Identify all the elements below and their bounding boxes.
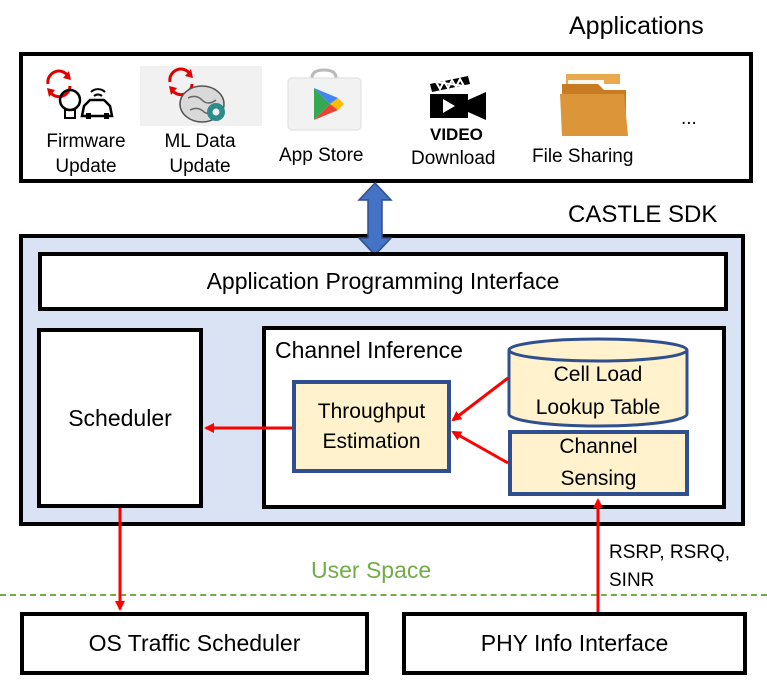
throughput-line1: Throughput (317, 399, 426, 423)
channel-inference-title: Channel Inference (275, 337, 463, 363)
folder-icon (558, 70, 630, 140)
channel-sensing-box: Channel Sensing (508, 430, 689, 496)
video-download-label: Download (411, 148, 496, 169)
scheduler-label: Scheduler (68, 404, 172, 431)
phy-info-interface-box: PHY Info Interface (402, 612, 747, 675)
os-traffic-scheduler-box: OS Traffic Scheduler (20, 612, 369, 675)
throughput-estimation-box: Throughput Estimation (292, 380, 451, 473)
api-label: Application Programming Interface (206, 268, 560, 294)
ml-data-update-label: ML Data Update (164, 131, 236, 177)
scheduler-box: Scheduler (37, 328, 203, 508)
firmware-update-icon (42, 66, 117, 126)
channel-sensing-line2: Sensing (560, 467, 637, 490)
sensing-to-throughput-arrow (451, 430, 509, 465)
applications-title: Applications (569, 12, 704, 40)
cell-load-lookup-table (506, 336, 690, 428)
throughput-line2: Estimation (322, 429, 421, 453)
signals-label: RSRP, RSRQ, SINR (609, 542, 731, 591)
user-space-label: User Space (311, 557, 432, 583)
os-traffic-label: OS Traffic Scheduler (88, 630, 301, 656)
user-space-divider (0, 594, 767, 596)
app-store-icon (286, 68, 363, 132)
channel-sensing-line1: Channel (559, 435, 638, 458)
app-store-label: App Store (279, 145, 364, 166)
cell-load-label: Cell Load Lookup Table (535, 363, 661, 419)
more-apps-ellipsis: ... (681, 108, 697, 129)
celltable-to-throughput-arrow (451, 376, 509, 422)
video-download-icon: VIDEO (428, 74, 488, 144)
api-box: Application Programming Interface (38, 252, 728, 311)
firmware-update-label: Firmware Update (46, 131, 126, 177)
file-sharing-label: File Sharing (532, 146, 634, 167)
video-badge-text: VIDEO (430, 125, 483, 144)
castle-sdk-title: CASTLE SDK (568, 201, 718, 228)
ml-data-update-icon (140, 66, 262, 126)
phy-info-label: PHY Info Interface (480, 630, 669, 656)
